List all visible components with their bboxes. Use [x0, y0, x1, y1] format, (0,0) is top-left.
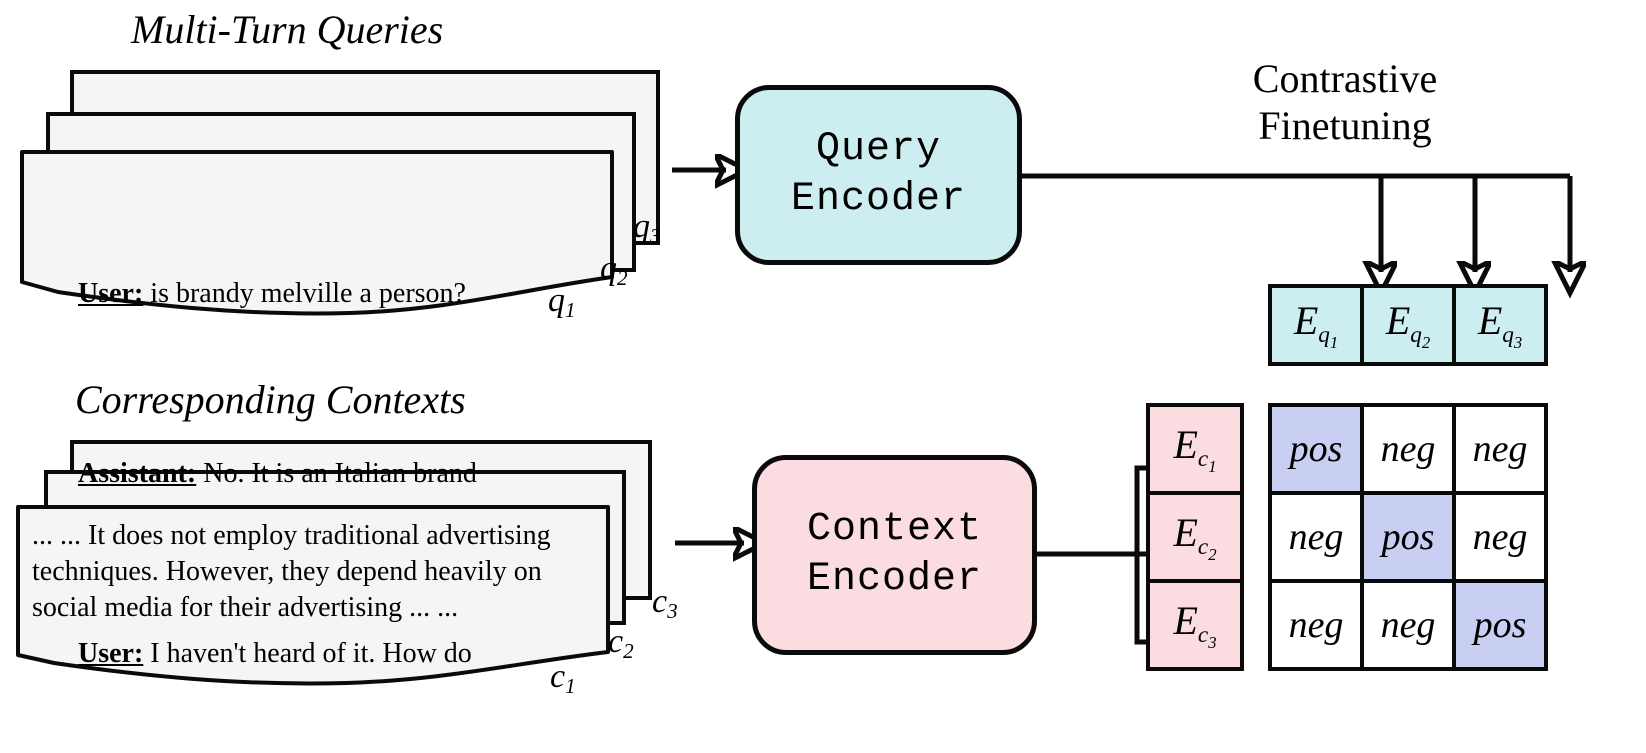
context-embedding-column: Ec1 Ec2 Ec3 — [1146, 403, 1244, 671]
similarity-matrix: pos neg neg neg pos neg neg neg pos — [1268, 403, 1548, 671]
matrix-cell-3-3[interactable]: pos — [1452, 579, 1548, 671]
query-line-1-role: User: — [78, 278, 144, 309]
context-embedding-cell-1[interactable]: Ec1 — [1146, 403, 1244, 495]
context-card-front — [16, 505, 612, 686]
query-line-3-role: User: — [78, 638, 144, 669]
query-stack-label-q2: q2 — [600, 250, 628, 290]
query-encoder-line1: Query — [815, 127, 942, 172]
context-card-text: ... ... It does not employ traditional a… — [32, 520, 558, 623]
query-card-front — [20, 150, 616, 325]
query-embedding-cell-1[interactable]: Eq1 — [1268, 284, 1364, 366]
query-card-text: User: is brandy melville a person? Assis… — [36, 168, 596, 753]
contrastive-finetuning-line2: Finetuning — [1258, 103, 1432, 148]
query-embedding-row: Eq1 Eq2 Eq3 — [1268, 284, 1548, 366]
matrix-cell-3-1[interactable]: neg — [1268, 579, 1364, 671]
query-line-3-text: I haven't heard of it. How do — [143, 638, 472, 669]
matrix-row-3: neg neg pos — [1268, 579, 1548, 671]
contrastive-finetuning-line1: Contrastive — [1252, 56, 1438, 101]
matrix-cell-3-2[interactable]: neg — [1360, 579, 1456, 671]
context-encoder-line1: Context — [806, 507, 983, 552]
matrix-cell-2-2[interactable]: pos — [1360, 491, 1456, 583]
query-embedding-cell-2[interactable]: Eq2 — [1360, 284, 1456, 366]
context-embedding-cell-3[interactable]: Ec3 — [1146, 579, 1244, 671]
query-encoder-box[interactable]: Query Encoder — [735, 85, 1022, 265]
query-line-2-role: Assistant: — [78, 458, 197, 489]
matrix-row-1: pos neg neg — [1268, 403, 1548, 495]
query-stack-label-q1: q1 — [548, 282, 576, 322]
context-encoder-line2: Encoder — [806, 557, 983, 602]
query-line-1: User: is brandy melville a person? — [36, 240, 596, 348]
queries-section-title: Multi-Turn Queries — [131, 7, 444, 52]
contexts-section-title: Corresponding Contexts — [75, 377, 466, 422]
contrastive-finetuning-label: Contrastive Finetuning — [1180, 55, 1510, 149]
matrix-cell-1-3[interactable]: neg — [1452, 403, 1548, 495]
matrix-cell-2-3[interactable]: neg — [1452, 491, 1548, 583]
matrix-cell-2-1[interactable]: neg — [1268, 491, 1364, 583]
query-line-1-text: is brandy melville a person? — [143, 278, 466, 309]
context-embedding-cell-2[interactable]: Ec2 — [1146, 491, 1244, 583]
context-stack-label-c3: c3 — [652, 583, 678, 623]
context-stack-label-c1: c1 — [550, 658, 576, 698]
query-line-2-text: No. It is an Italian brand — [196, 458, 477, 489]
query-stack-label-q3: q3 — [633, 208, 661, 248]
matrix-row-2: neg pos neg — [1268, 491, 1548, 583]
query-line-2: Assistant: No. It is an Italian brand — [36, 420, 596, 528]
context-stack-label-c2: c2 — [608, 623, 634, 663]
context-encoder-box[interactable]: Context Encoder — [752, 455, 1037, 655]
query-line-3: User: I haven't heard of it. How do — [36, 600, 596, 708]
query-embedding-cell-3[interactable]: Eq3 — [1452, 284, 1548, 366]
query-encoder-line2: Encoder — [790, 177, 967, 222]
matrix-cell-1-1[interactable]: pos — [1268, 403, 1364, 495]
matrix-cell-1-2[interactable]: neg — [1360, 403, 1456, 495]
